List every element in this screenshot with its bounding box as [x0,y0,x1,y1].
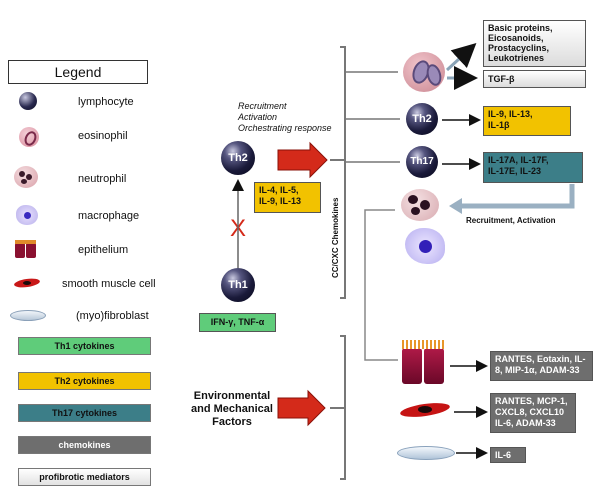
legend-key-chemokines: chemokines [18,436,151,454]
th2-right-cytokine-box: IL-9, IL-13, IL-1β [483,106,571,136]
smooth-muscle-nucleus [23,281,31,285]
recruitment-return-arrow [462,184,575,209]
recruitment-note: Recruitment Activation Orchestrating res… [238,101,332,134]
fibroblast-icon [10,310,46,321]
upper-bracket [340,46,346,299]
cytokine-line: IL-17A, IL-17F, [488,155,549,165]
legend-label-fibroblast: (myo)fibroblast [76,310,149,322]
legend-label-smooth-muscle: smooth muscle cell [62,278,156,290]
legend-key-th2: Th2 cytokines [18,372,151,390]
eosinophil-icon [19,127,39,147]
fibroblast-il6-box: IL-6 [490,447,526,463]
product-line: Basic proteins, [488,23,553,33]
env-line: and Mechanical [191,403,273,415]
th17-cell: Th17 [406,146,438,178]
legend-key-profibrotic: profibrotic mediators [18,468,151,486]
epithelium-chemokine-box: RANTES, Eotaxin, IL- 8, MIP-1α, ADAM-33 [490,351,593,381]
smooth-muscle-large-nucleus [418,406,432,413]
eos-to-products-arrow [445,42,477,72]
chemokine-connector [364,209,398,361]
neutrophil-lobe [26,174,32,180]
epithelium-large-icon [402,340,446,384]
env-line: Factors [212,416,252,428]
tgf-beta-box: TGF-β [483,70,586,88]
recruitment-return-head [449,198,462,214]
recruitment-activation-label: Recruitment, Activation [466,216,556,225]
cytokine-line: IL-1β [488,120,510,130]
cytokine-line: IL-17E, IL-23 [488,166,542,176]
legend-label-epithelium: epithelium [78,244,129,256]
legend-label-macrophage: macrophage [78,210,140,222]
legend-key-th1: Th1 cytokines [18,337,151,355]
eosinophil-products-box: Basic proteins, Eicosanoids, Prostacycli… [483,20,586,67]
neutrophil-lobe [19,171,25,177]
epithelium-icon [15,240,37,258]
env-line: Environmental [193,390,271,402]
neutrophil-large-lobe [408,195,418,204]
th1-cytokine-box: IFN-γ, TNF-α [199,313,276,332]
fibroblast-large-icon [397,446,455,460]
th2-cell: Th2 [221,141,255,175]
chemokine-line: IL-6, ADAM-33 [495,418,556,428]
neutrophil-lobe [21,179,27,184]
neutrophil-large-lobe [411,207,420,215]
macrophage-nucleus [24,212,31,219]
environmental-factors-label: Environmental and Mechanical Factors [186,390,278,429]
cytokine-line: IL-9, IL-13, [488,109,533,119]
product-line: Leukotrienes [488,53,545,63]
neutrophil-large-lobe [420,200,430,210]
chemokine-line: CXCL8, CXCL10 [495,407,565,417]
chemokine-line: 8, MIP-1α, ADAM-33 [495,365,580,375]
th2-cell-right: Th2 [406,103,438,135]
env-red-arrow [277,389,326,427]
product-line: Prostacyclins, [488,43,550,53]
macrophage-large-nucleus [419,240,432,253]
cytokine-line: IL-4, IL-5, [259,185,299,195]
legend-label-neutrophil: neutrophil [78,173,127,185]
th1-cell: Th1 [221,268,255,302]
th2-cytokine-box: IL-4, IL-5, IL-9, IL-13 [254,182,321,213]
th2-red-arrow [277,141,328,179]
th17-cytokine-box: IL-17A, IL-17F, IL-17E, IL-23 [483,152,583,183]
product-line: Eicosanoids, [488,33,544,43]
lymphocyte-icon [19,92,37,110]
chemokine-line: RANTES, Eotaxin, IL- [495,354,586,364]
legend-label-eosinophil: eosinophil [78,130,128,142]
chemokine-line: RANTES, MCP-1, [495,396,568,406]
legend-title: Legend [8,60,148,84]
legend-key-th17: Th17 cytokines [18,404,151,422]
note-line: Orchestrating response [238,123,332,133]
cytokine-line: IL-9, IL-13 [259,196,302,206]
legend-label-lymphocyte: lymphocyte [78,96,134,108]
smooth-muscle-chemokine-box: RANTES, MCP-1, CXCL8, CXCL10 IL-6, ADAM-… [490,393,576,433]
note-line: Activation [238,112,278,122]
note-line: Recruitment [238,101,287,111]
